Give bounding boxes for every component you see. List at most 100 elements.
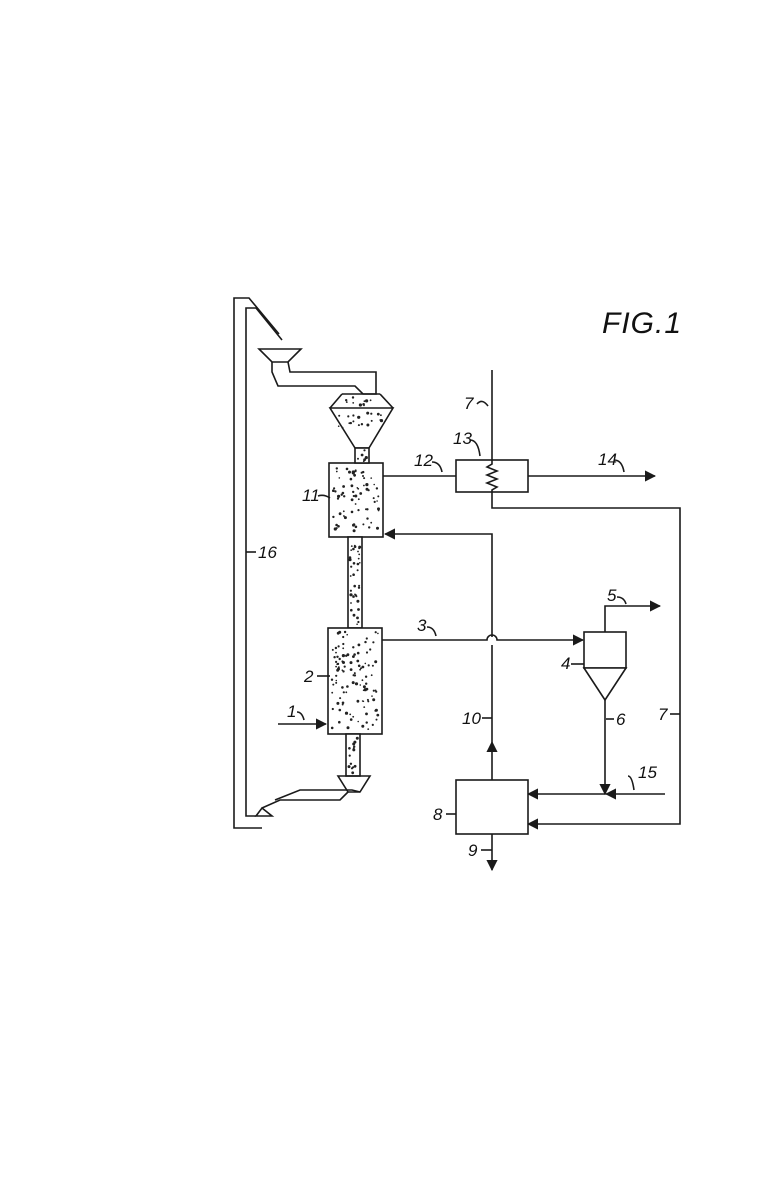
- cyclone-4: [582, 631, 628, 702]
- granule-dot: [337, 425, 340, 428]
- heat-exchanger-coil: [484, 460, 500, 492]
- bottom-feeder: [254, 775, 372, 817]
- granule-dot: [354, 594, 357, 597]
- label-leaders: [246, 400, 680, 851]
- granule-dot: [333, 487, 336, 490]
- granule-dot: [352, 674, 355, 677]
- label-2: 2: [303, 667, 314, 686]
- granule-dot: [352, 495, 355, 497]
- granule-dot: [335, 660, 338, 664]
- granule-dot: [331, 648, 334, 651]
- granule-dot: [342, 642, 345, 646]
- granule-dot: [363, 458, 366, 461]
- granule-dot: [371, 695, 373, 697]
- granule-dot: [349, 668, 353, 671]
- granule-dot: [357, 457, 359, 460]
- granule-dot: [352, 742, 356, 746]
- granule-dot: [346, 685, 349, 688]
- label-14: 14: [598, 450, 617, 469]
- granule-dot: [342, 647, 345, 650]
- granule-dot: [341, 686, 344, 689]
- granule-dot: [356, 616, 359, 620]
- granule-dot: [349, 575, 352, 577]
- granule-dot: [366, 517, 369, 520]
- granule-dot: [358, 553, 361, 556]
- granule-dot: [350, 608, 353, 612]
- granule-dot: [334, 490, 337, 493]
- label-5: 5: [607, 586, 617, 605]
- granule-dot: [354, 470, 357, 473]
- label-9: 9: [468, 841, 478, 860]
- granule-dot: [359, 668, 361, 671]
- granule-dot: [343, 630, 347, 634]
- label-4: 4: [561, 654, 570, 673]
- granule-dot: [355, 736, 359, 740]
- granule-dot: [371, 664, 374, 667]
- granule-dot: [344, 711, 349, 715]
- label-7-right: 7: [658, 705, 668, 724]
- granule-dot: [356, 623, 358, 625]
- label-1: 1: [287, 702, 296, 721]
- label-7-top: 7: [464, 394, 474, 413]
- granule-dot: [363, 400, 366, 403]
- granule-dot: [338, 657, 341, 661]
- granule-dot: [365, 651, 369, 654]
- granule-dot: [365, 687, 369, 691]
- granule-dot: [374, 631, 377, 634]
- granule-dot: [352, 420, 355, 423]
- upper-funnel: [328, 393, 395, 449]
- granule-dot: [348, 558, 352, 562]
- granule-dot: [350, 602, 352, 604]
- granule-dot: [341, 491, 345, 495]
- granule-dot: [366, 423, 370, 427]
- granule-dot: [341, 654, 345, 658]
- granule-dot: [352, 646, 355, 649]
- granule-dot: [365, 682, 368, 685]
- granule-dot: [342, 635, 345, 639]
- granule-dot: [373, 500, 376, 503]
- granule-dot: [365, 712, 368, 716]
- granule-dot: [342, 691, 345, 694]
- granule-dot: [354, 682, 359, 686]
- granule-dot: [374, 689, 377, 692]
- granule-dot: [359, 492, 363, 495]
- granule-dot: [357, 608, 360, 611]
- granule-dot: [377, 509, 380, 512]
- label-12: 12: [414, 451, 433, 470]
- granule-dot: [350, 510, 354, 514]
- granule-dot: [348, 470, 351, 474]
- granule-dot: [349, 762, 353, 765]
- granule-dot: [350, 767, 354, 770]
- granule-dot: [336, 497, 340, 500]
- granule-dot: [335, 651, 337, 654]
- granule-dot: [364, 662, 367, 665]
- granule-dot: [362, 403, 365, 406]
- granule-dot: [348, 422, 351, 425]
- granule-dot: [361, 724, 365, 728]
- granule-dot: [337, 645, 340, 648]
- granule-dot: [342, 661, 345, 664]
- granule-dot: [352, 529, 356, 533]
- granule-dot: [331, 691, 334, 694]
- granule-dot: [370, 419, 373, 422]
- granule-dot: [336, 662, 340, 666]
- granule-dot: [337, 494, 341, 498]
- granule-dot: [376, 526, 379, 530]
- granule-dot: [357, 509, 360, 512]
- granule-dot: [362, 523, 365, 526]
- granule-dot: [365, 721, 368, 724]
- granule-dot: [343, 515, 345, 517]
- granule-dot: [357, 498, 360, 501]
- granule-dot: [356, 651, 360, 655]
- granule-dot: [335, 523, 338, 527]
- granule-dot: [335, 527, 338, 530]
- granule-dot: [360, 423, 364, 426]
- granule-dot: [352, 547, 355, 551]
- granule-dot: [350, 549, 353, 551]
- granule-dot: [379, 419, 384, 423]
- granule-dot: [352, 748, 356, 752]
- granule-dot: [352, 562, 356, 565]
- granule-dot: [366, 411, 370, 415]
- granule-dot: [335, 681, 338, 684]
- unit-8: [455, 779, 529, 835]
